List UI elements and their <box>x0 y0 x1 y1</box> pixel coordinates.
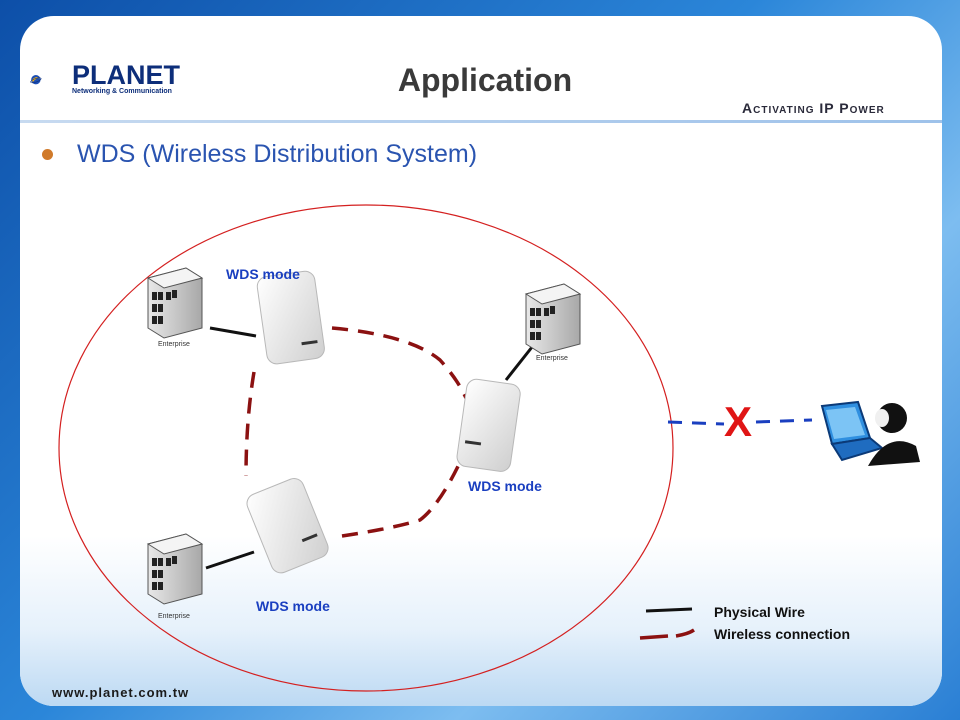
access-point-top-left <box>256 270 325 365</box>
wire-building-bottom-left <box>205 550 255 570</box>
blocked-client-link <box>667 418 813 426</box>
tagline: Activating IP Power <box>742 100 885 116</box>
enterprise-label: Enterprise <box>536 355 568 362</box>
wds-mode-label-right: WDS mode <box>468 478 542 494</box>
legend-label-wire: Physical Wire <box>714 604 805 620</box>
logo-wordmark: PLANET <box>72 60 180 90</box>
enterprise-label: Enterprise <box>158 341 190 348</box>
wds-mode-label-top: WDS mode <box>226 266 300 282</box>
physical-wires <box>205 326 538 570</box>
legend-label-wireless: Wireless connection <box>714 626 850 642</box>
legend-wire-sample <box>645 607 693 613</box>
access-point-right <box>456 378 521 472</box>
enterprise-building-top-left: Enterprise <box>146 267 204 348</box>
wireless-link-bottom-right <box>341 457 464 538</box>
enterprise-building-top-right: Enterprise <box>524 283 582 362</box>
logo-subtitle: Networking & Communication <box>72 88 172 95</box>
wire-building-top-left <box>209 326 257 338</box>
wireless-link-top-right <box>331 326 468 399</box>
legend: Physical Wire Wireless connection <box>639 604 850 642</box>
bullet-text: WDS (Wireless Distribution System) <box>77 140 478 168</box>
enterprise-building-bottom-left: Enterprise <box>146 533 204 620</box>
wds-mode-label-bottom: WDS mode <box>256 598 330 614</box>
wireless-links <box>244 326 468 538</box>
wire-building-top-right <box>504 341 538 381</box>
planet-logo-icon <box>30 75 42 85</box>
access-point-bottom <box>246 478 329 574</box>
laptop-user-icon <box>820 400 920 466</box>
page-title: Application <box>397 62 573 98</box>
wireless-link-top-bottom <box>244 371 256 477</box>
footer-url[interactable]: www.planet.com.tw <box>52 685 190 700</box>
blocked-symbol: X <box>724 398 752 445</box>
legend-wireless-sample <box>639 628 695 640</box>
bullet-dot-icon <box>42 149 53 160</box>
enterprise-label: Enterprise <box>158 613 190 620</box>
header-divider <box>20 120 942 123</box>
wds-coverage-circle <box>58 204 674 692</box>
